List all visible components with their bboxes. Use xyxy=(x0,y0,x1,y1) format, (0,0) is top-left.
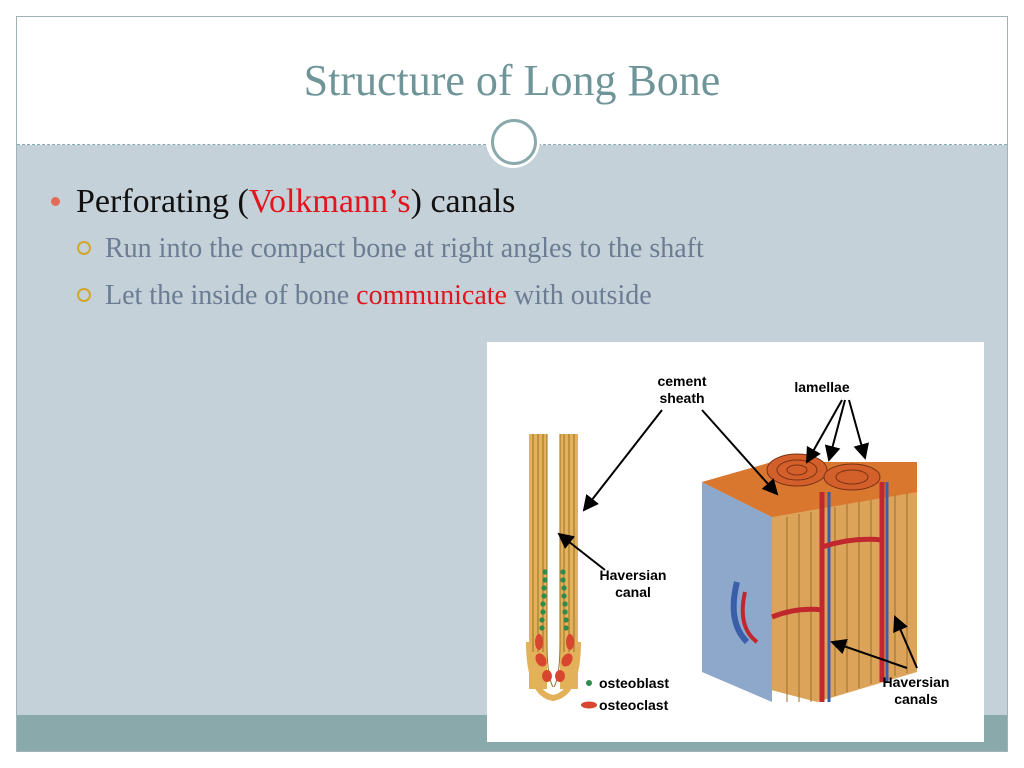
label-cement-2: sheath xyxy=(659,390,704,406)
bone-diagram: cement sheath lamellae Haversian canal H… xyxy=(487,342,984,742)
bone-block xyxy=(702,453,917,702)
header-ring-ornament xyxy=(491,119,537,165)
label-haversian-canal-1: Haversian xyxy=(600,567,667,583)
label-haversian-canal-2: canal xyxy=(615,584,651,600)
sub-bullet-2: Let the inside of bone communicate with … xyxy=(77,280,652,312)
main-bullet-prefix: Perforating ( xyxy=(76,183,249,220)
main-bullet-highlight: Volkmann’s xyxy=(248,183,411,220)
main-bullet: Perforating (Volkmann’s) canals xyxy=(51,183,515,221)
canal-section xyxy=(526,434,581,702)
sub-bullet-1-text: Run into the compact bone at right angle… xyxy=(105,233,704,264)
legend-osteoblast: osteoblast xyxy=(599,675,669,691)
label-lamellae: lamellae xyxy=(794,379,849,395)
legend-osteoclast: osteoclast xyxy=(599,697,669,713)
bullet-dot-icon xyxy=(51,196,60,206)
label-haversian-canals-2: canals xyxy=(894,691,938,707)
ring-bullet-icon xyxy=(77,240,91,255)
osteoclast-legend-icon xyxy=(581,701,597,709)
label-cement-1: cement xyxy=(657,373,706,389)
ring-bullet-icon xyxy=(77,287,91,302)
slide-title: Structure of Long Bone xyxy=(303,56,721,105)
sub-bullet-2-highlight: communicate xyxy=(356,280,507,311)
slide: Structure of Long Bone Perforating (Volk… xyxy=(16,16,1008,752)
label-haversian-canals-1: Haversian xyxy=(883,674,950,690)
sub-bullet-2-suffix: with outside xyxy=(506,280,652,311)
sub-bullet-1: Run into the compact bone at right angle… xyxy=(77,233,704,265)
sub-bullet-2-prefix: Let the inside of bone xyxy=(105,280,357,311)
osteoblast-legend-icon xyxy=(586,680,592,686)
main-bullet-suffix: ) canals xyxy=(410,183,516,220)
